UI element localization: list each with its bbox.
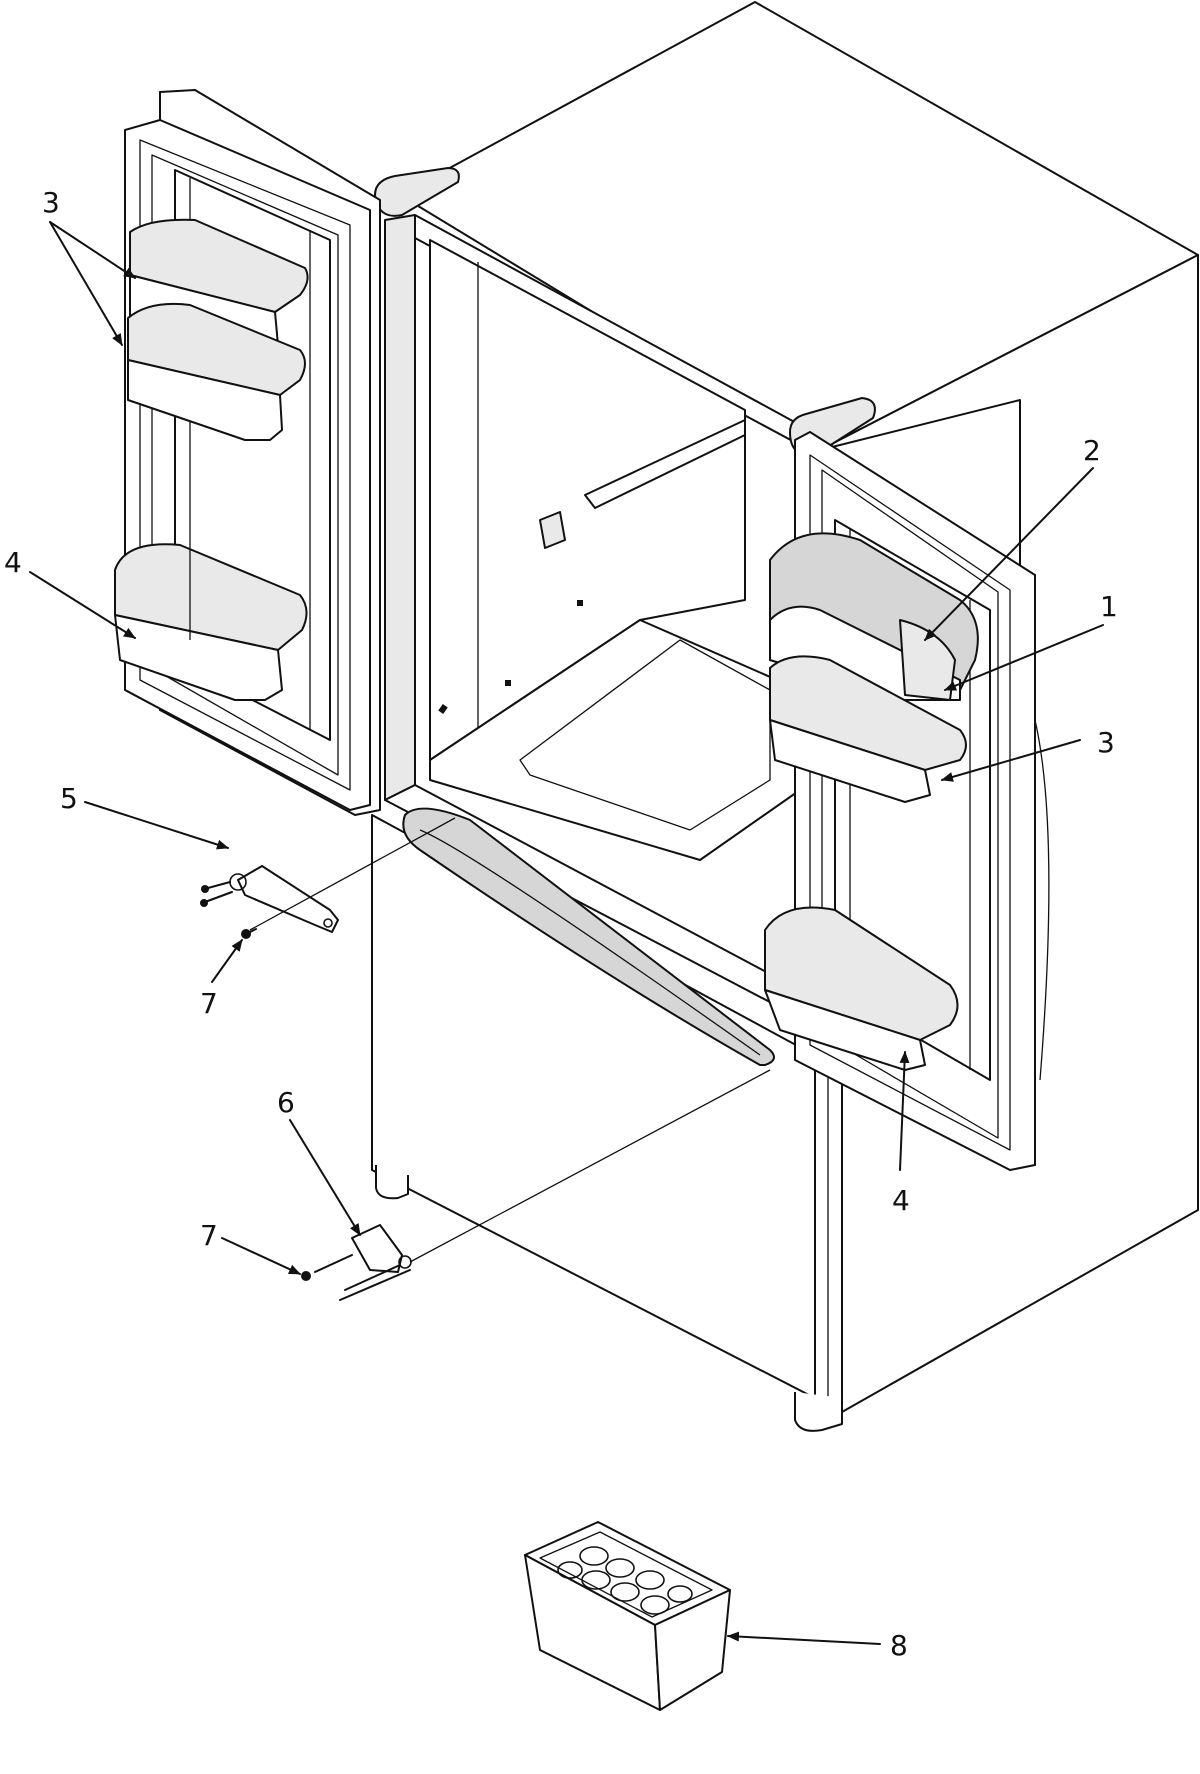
fresh-food-compartment [374,167,876,1066]
callout-1: 1 [1100,590,1118,623]
callout-4-right: 4 [892,1184,910,1217]
right-door-lower-bin [764,906,959,1041]
left-door-middle-bin [127,302,306,396]
callout-5: 5 [60,782,78,815]
left-door [114,89,381,816]
callout-labels: 3 4 2 1 3 4 5 6 7 7 8 [4,186,1118,1662]
refrigerator-cabinet [371,1,1199,1432]
left-foot [375,1165,409,1200]
door-hinge-bracket [200,865,339,933]
callout-2: 2 [1083,434,1101,467]
callout-8: 8 [890,1629,908,1662]
bottom-hinge [314,1224,412,1301]
callout-7-lower: 7 [200,1219,218,1252]
hinge-screw-upper [241,928,257,939]
leader-lines [29,221,1104,1645]
egg-tray [524,1521,731,1711]
callout-6: 6 [277,1086,295,1119]
callout-3-left: 3 [42,186,60,219]
right-door-upper-bin [769,655,967,771]
left-door-upper-bin [129,218,309,313]
right-door [764,431,1050,1171]
left-hinge-cover [374,167,460,217]
callout-4-left: 4 [4,546,22,579]
hinge-screw-lower [301,1271,311,1281]
callout-3-right: 3 [1097,726,1115,759]
left-door-lower-bin [114,543,308,651]
freezer-drawer-handle [402,807,775,1066]
right-foot [794,1392,843,1432]
callout-7-upper: 7 [200,987,218,1020]
